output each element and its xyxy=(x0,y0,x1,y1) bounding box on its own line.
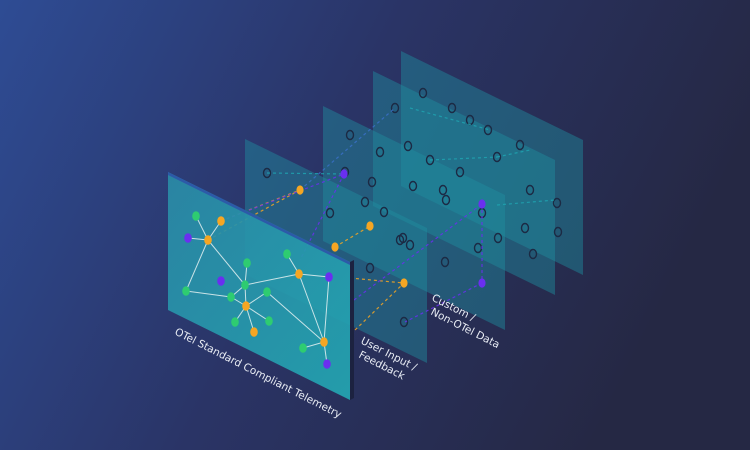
green-node xyxy=(243,258,251,268)
ring-marker xyxy=(418,87,428,99)
purple-node xyxy=(340,169,348,179)
dashed-connection xyxy=(496,199,556,206)
purple-node xyxy=(478,278,486,288)
green-node xyxy=(283,249,291,259)
green-node xyxy=(265,316,273,326)
purple-node xyxy=(478,199,486,209)
dashed-connection xyxy=(429,156,498,161)
front-panel xyxy=(168,172,350,400)
ring-marker xyxy=(525,184,535,196)
ring-marker xyxy=(552,197,562,209)
green-node xyxy=(299,343,307,353)
ring-marker xyxy=(379,206,389,218)
green-node xyxy=(231,317,239,327)
front-panel-side-edge xyxy=(350,260,354,400)
purple-node xyxy=(184,233,192,243)
orange-node xyxy=(204,235,212,245)
orange-node xyxy=(366,221,374,231)
graph-edge xyxy=(245,305,270,322)
dashed-connection xyxy=(354,282,405,331)
ring-marker xyxy=(325,207,335,219)
ring-marker xyxy=(360,196,370,208)
ring-marker xyxy=(375,146,385,158)
ring-marker xyxy=(438,184,448,196)
green-node xyxy=(182,286,190,296)
purple-node xyxy=(217,276,225,286)
orange-node xyxy=(320,337,328,347)
graph-edge xyxy=(298,273,325,343)
ring-marker xyxy=(365,262,375,274)
orange-node xyxy=(295,269,303,279)
ring-marker xyxy=(399,316,409,328)
green-node xyxy=(263,287,271,297)
orange-node xyxy=(296,185,304,195)
ring-marker xyxy=(345,129,355,141)
ring-marker xyxy=(520,222,530,234)
dashed-connection xyxy=(334,225,371,248)
dashed-connection xyxy=(266,172,345,175)
ring-marker xyxy=(405,239,415,251)
orange-node xyxy=(242,301,250,311)
graph-edge xyxy=(185,239,209,292)
ring-marker xyxy=(553,226,563,238)
dashed-connection xyxy=(409,107,491,131)
purple-node xyxy=(323,359,331,369)
purple-node xyxy=(325,272,333,282)
layer-panel-1 xyxy=(401,51,583,275)
orange-node xyxy=(400,278,408,288)
front-panel-top-edge xyxy=(168,172,350,265)
graph-edge xyxy=(323,276,330,343)
orange-node xyxy=(217,216,225,226)
ring-marker xyxy=(425,154,435,166)
graph-edge xyxy=(245,291,268,307)
layer-panel-2 xyxy=(373,71,555,295)
graph-edge xyxy=(266,291,325,343)
dashed-connection xyxy=(353,203,483,301)
ring-marker xyxy=(515,139,525,151)
graph-edge xyxy=(244,273,300,286)
green-node xyxy=(227,292,235,302)
ring-marker xyxy=(390,102,400,114)
graph-nodes xyxy=(182,211,333,369)
green-node xyxy=(192,211,200,221)
ring-marker xyxy=(528,248,538,260)
orange-node xyxy=(331,242,339,252)
ring-marker xyxy=(493,232,503,244)
ring-marker xyxy=(367,176,377,188)
ring-marker xyxy=(455,166,465,178)
ring-marker xyxy=(262,167,272,179)
dashed-connection xyxy=(299,107,396,191)
ring-marker xyxy=(440,256,450,268)
graph-edge xyxy=(207,239,246,286)
graph-edge xyxy=(185,290,232,298)
ring-marker xyxy=(492,151,502,163)
orange-node xyxy=(250,327,258,337)
ring-marker xyxy=(408,180,418,192)
dashed-connection xyxy=(404,282,483,323)
ring-marker xyxy=(403,140,413,152)
ring-marker xyxy=(483,124,493,136)
ring-marker xyxy=(447,102,457,114)
layer-panel-3 xyxy=(323,106,505,330)
graph-edge xyxy=(298,273,330,278)
front-layer-panel xyxy=(168,172,354,400)
ring-marker xyxy=(395,234,405,246)
dashed-connection xyxy=(220,173,345,222)
green-node xyxy=(241,280,249,290)
ring-marker xyxy=(441,194,451,206)
